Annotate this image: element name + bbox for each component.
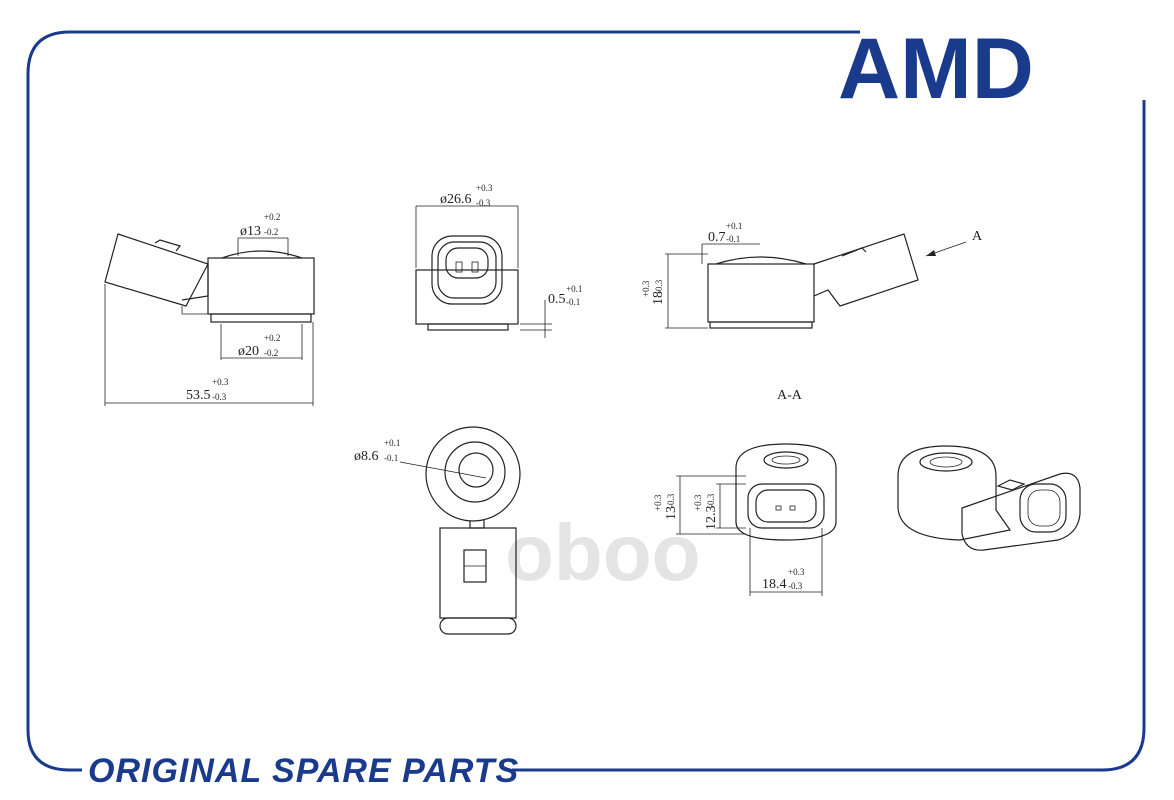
dim-07-main: 0.7 [708, 230, 726, 245]
dim-d86-tol-dn: -0.1 [384, 453, 398, 463]
dim-13-tol-up: +0.3 [653, 494, 663, 511]
dim-53-tol-dn: -0.3 [212, 392, 227, 402]
dim-d26-tol-up: +0.3 [476, 183, 493, 193]
view-isometric [897, 445, 1081, 551]
dim-d20-tol-up: +0.2 [264, 333, 280, 343]
view-side-left: ø13 +0.2 -0.2 ø20 +0.2 -0.2 53.5 +0.3 -0… [104, 212, 315, 406]
view-connector-section: 13 +0.3 -0.3 12.3 +0.3 -0.3 18.4 +0.3 -0… [653, 443, 837, 596]
dim-53-main: 53.5 [186, 388, 211, 403]
view-side-right: 0.7 +0.1 -0.1 18 +0.3 -0.3 A [641, 221, 983, 329]
brand-logo: AMD [838, 21, 1034, 117]
section-arrow-label: A [972, 229, 983, 244]
border-frame [26, 30, 1146, 772]
view-top: ø8.6 +0.1 -0.1 [354, 426, 521, 635]
dim-05-main: 0.5 [548, 292, 566, 307]
dim-05-tol-dn: -0.1 [566, 297, 580, 307]
dim-d20-main: ø20 [238, 344, 259, 359]
dim-d13-tol-dn: -0.2 [264, 227, 278, 237]
dim-13-main: 13 [664, 506, 679, 520]
dim-18-main: 18 [651, 291, 666, 305]
dim-d26-tol-dn: -0.3 [476, 198, 491, 208]
dim-18-tol-up: +0.3 [641, 280, 651, 297]
dim-d26-main: ø26.6 [440, 192, 472, 207]
dim-184-tol-dn: -0.3 [788, 581, 803, 591]
dim-184-main: 18.4 [762, 577, 787, 592]
dim-d13-tol-up: +0.2 [264, 212, 280, 222]
dim-d86-main: ø8.6 [354, 449, 379, 464]
dim-13-tol-dn: -0.3 [666, 493, 676, 508]
dim-53-tol-up: +0.3 [212, 377, 229, 387]
dim-123-tol-dn: -0.3 [706, 493, 716, 508]
dim-d20-tol-dn: -0.2 [264, 348, 278, 358]
dim-07-tol-dn: -0.1 [726, 234, 740, 244]
dim-07-tol-up: +0.1 [726, 221, 742, 231]
dim-d13-main: ø13 [240, 224, 261, 239]
dim-123-main: 12.3 [704, 506, 719, 531]
dim-d86-tol-up: +0.1 [384, 438, 400, 448]
footer-tagline: ORIGINAL SPARE PARTS [88, 752, 519, 790]
view-front: ø26.6 +0.3 -0.3 0.5 +0.1 -0.1 [415, 183, 582, 338]
dim-123-tol-up: +0.3 [693, 494, 703, 511]
dim-18-tol-dn: -0.3 [654, 279, 664, 294]
logo-text: AMD [838, 21, 1034, 117]
section-label: A-A [777, 388, 803, 403]
dim-05-tol-up: +0.1 [566, 284, 582, 294]
dim-184-tol-up: +0.3 [788, 567, 805, 577]
watermark: oboo [505, 508, 700, 597]
